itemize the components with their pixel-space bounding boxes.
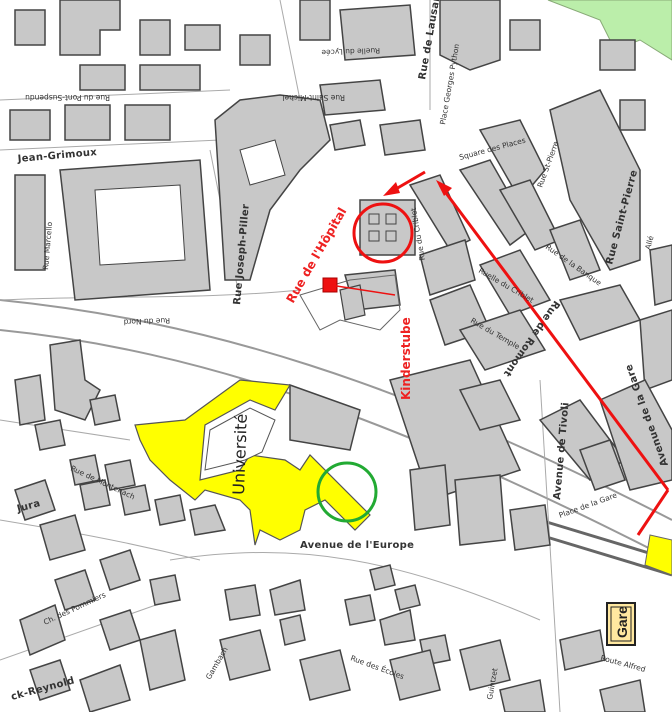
target-circle-green bbox=[316, 461, 378, 523]
station-platform bbox=[644, 534, 672, 576]
hospital-building bbox=[339, 284, 366, 321]
label-universite: Université bbox=[229, 413, 251, 495]
university-courtyard bbox=[204, 407, 276, 471]
label-rue-du-nord: Rue du Nord bbox=[123, 316, 170, 327]
university-building bbox=[134, 379, 371, 546]
buildings-middle-right bbox=[289, 359, 672, 551]
label-jean-grimoux: Jean-Grimoux bbox=[16, 147, 97, 165]
kinderstube-pointer bbox=[329, 284, 396, 296]
route-arrow bbox=[383, 170, 670, 536]
label-gare: Gare bbox=[614, 606, 630, 638]
label-kinderstube: Kinderstube bbox=[399, 317, 413, 400]
label-rue-saint-michel: Rue Saint-Michel bbox=[282, 93, 345, 102]
park-area bbox=[547, 0, 672, 61]
label-place-de-la-gare: Place de la Gare bbox=[558, 490, 619, 519]
buildings-lower-left bbox=[14, 339, 227, 712]
label-rue-du-lycee: Ruelle du Lycée bbox=[321, 46, 380, 57]
label-rue-marcello: Rue Marcello bbox=[41, 221, 54, 270]
buildings-top-right bbox=[344, 0, 672, 392]
buildings-lower-middle bbox=[219, 564, 646, 712]
hospital-compound bbox=[299, 274, 401, 331]
gare-box[interactable]: Gare bbox=[606, 602, 636, 646]
label-avenue-de-leurope: Avenue de l'Europe bbox=[300, 540, 414, 551]
label-allee: Allé bbox=[643, 234, 655, 250]
target-circle-red bbox=[352, 202, 414, 264]
label-route-alfred: Route Alfred bbox=[599, 653, 646, 674]
courtyards bbox=[94, 139, 286, 266]
building-cluster bbox=[368, 213, 397, 242]
label-rue-du-pont-suspendu: Rue du Pont-Suspendu bbox=[25, 93, 110, 102]
